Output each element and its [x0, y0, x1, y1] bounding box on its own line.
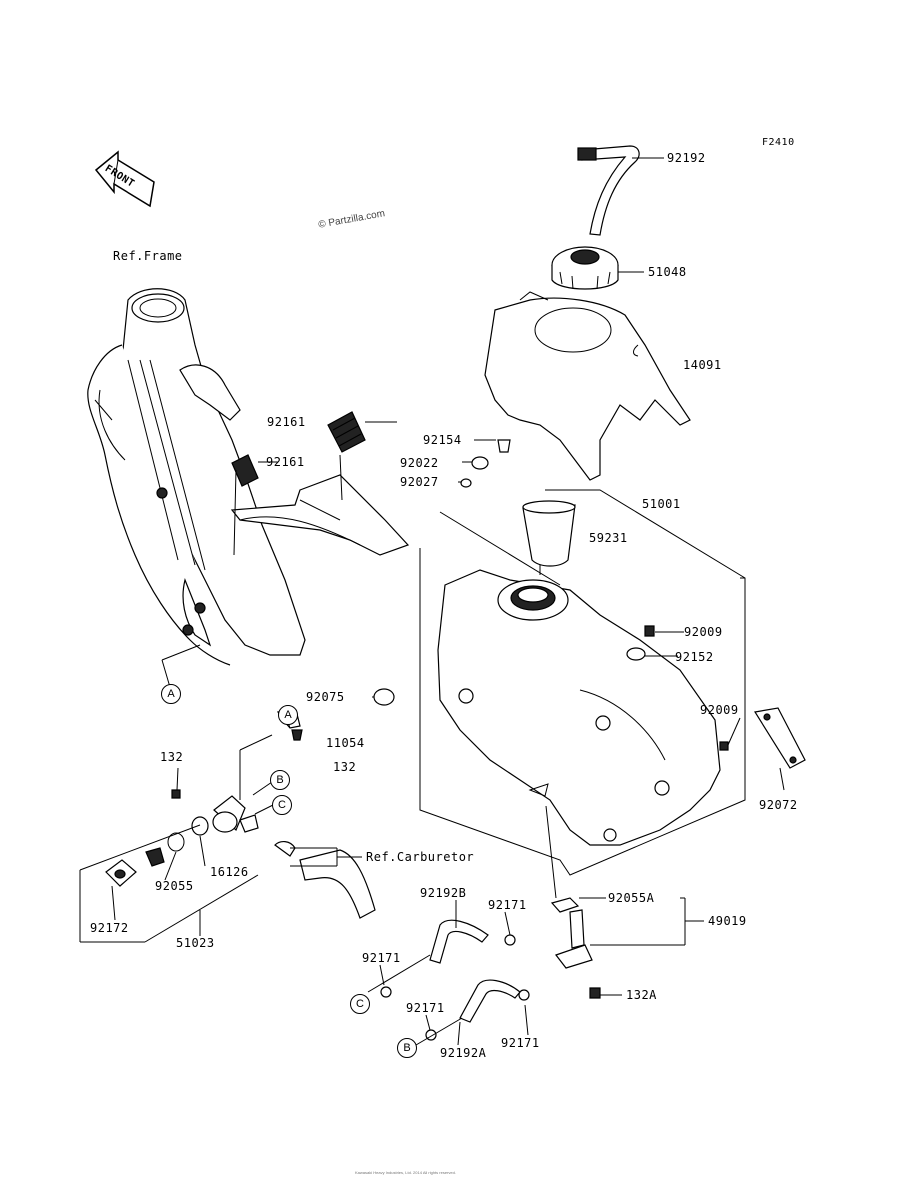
front-arrow-icon: [94, 150, 155, 208]
ref-carburetor-label: Ref.Carburetor: [366, 850, 475, 864]
part-label-59231[interactable]: 59231: [589, 531, 628, 545]
bumper-92161-drawing: [231, 411, 366, 556]
part-label-51023[interactable]: 51023: [176, 936, 215, 950]
figure-code: F2410: [762, 137, 795, 148]
marker-b-hose: B: [397, 1038, 417, 1058]
part-label-92161-a[interactable]: 92161: [267, 415, 306, 429]
marker-b-petcock: B: [270, 770, 290, 790]
part-label-11054[interactable]: 11054: [326, 736, 365, 750]
tank-mounting-drawing: [373, 625, 806, 769]
part-label-92172[interactable]: 92172: [90, 921, 129, 935]
part-label-92152[interactable]: 92152: [675, 650, 714, 664]
part-label-49019[interactable]: 49019: [708, 914, 747, 928]
part-label-92171-b[interactable]: 92171: [362, 951, 401, 965]
part-label-92072[interactable]: 92072: [759, 798, 798, 812]
part-label-92009-a[interactable]: 92009: [684, 625, 723, 639]
filler-neck-59231-drawing: [522, 500, 576, 575]
part-label-132-b[interactable]: 132: [333, 760, 357, 774]
small-hardware-drawing: [460, 439, 511, 488]
part-label-92192A[interactable]: 92192A: [440, 1046, 487, 1060]
breather-hose-92192-drawing: [577, 145, 640, 236]
shroud-14091-drawing: [484, 291, 691, 481]
part-label-51001[interactable]: 51001: [642, 497, 681, 511]
part-label-92161-b[interactable]: 92161: [266, 455, 305, 469]
part-label-92154[interactable]: 92154: [423, 433, 462, 447]
part-label-92192B[interactable]: 92192B: [420, 886, 467, 900]
part-label-92171-d[interactable]: 92171: [501, 1036, 540, 1050]
marker-c-petcock: C: [272, 795, 292, 815]
petcock-assembly-drawing: [105, 709, 376, 919]
part-label-92009-b[interactable]: 92009: [700, 703, 739, 717]
footer-note: Kawasaki Heavy Industries, Ltd. 2014 All…: [355, 1170, 456, 1175]
marker-a-frame: A: [161, 684, 181, 704]
part-label-92027[interactable]: 92027: [400, 475, 439, 489]
ref-frame-label: Ref.Frame: [113, 249, 183, 263]
fuel-tank-51001-drawing: [419, 489, 746, 876]
part-label-92055[interactable]: 92055: [155, 879, 194, 893]
part-label-132A[interactable]: 132A: [626, 988, 657, 1002]
part-label-92171-a[interactable]: 92171: [488, 898, 527, 912]
part-label-92075[interactable]: 92075: [306, 690, 345, 704]
fuel-cap-51048-drawing: [551, 246, 619, 290]
part-label-92022[interactable]: 92022: [400, 456, 439, 470]
frame-drawing: [87, 288, 410, 666]
part-label-92171-c[interactable]: 92171: [406, 1001, 445, 1015]
part-label-92192[interactable]: 92192: [667, 151, 706, 165]
part-label-14091[interactable]: 14091: [683, 358, 722, 372]
part-label-132-a[interactable]: 132: [160, 750, 184, 764]
part-label-92055A[interactable]: 92055A: [608, 891, 655, 905]
leader-lines: [79, 157, 785, 1046]
valve-49019-drawing: [380, 897, 601, 1041]
part-label-16126[interactable]: 16126: [210, 865, 249, 879]
marker-c-hose: C: [350, 994, 370, 1014]
marker-a-bracket: A: [278, 705, 298, 725]
part-label-51048[interactable]: 51048: [648, 265, 687, 279]
